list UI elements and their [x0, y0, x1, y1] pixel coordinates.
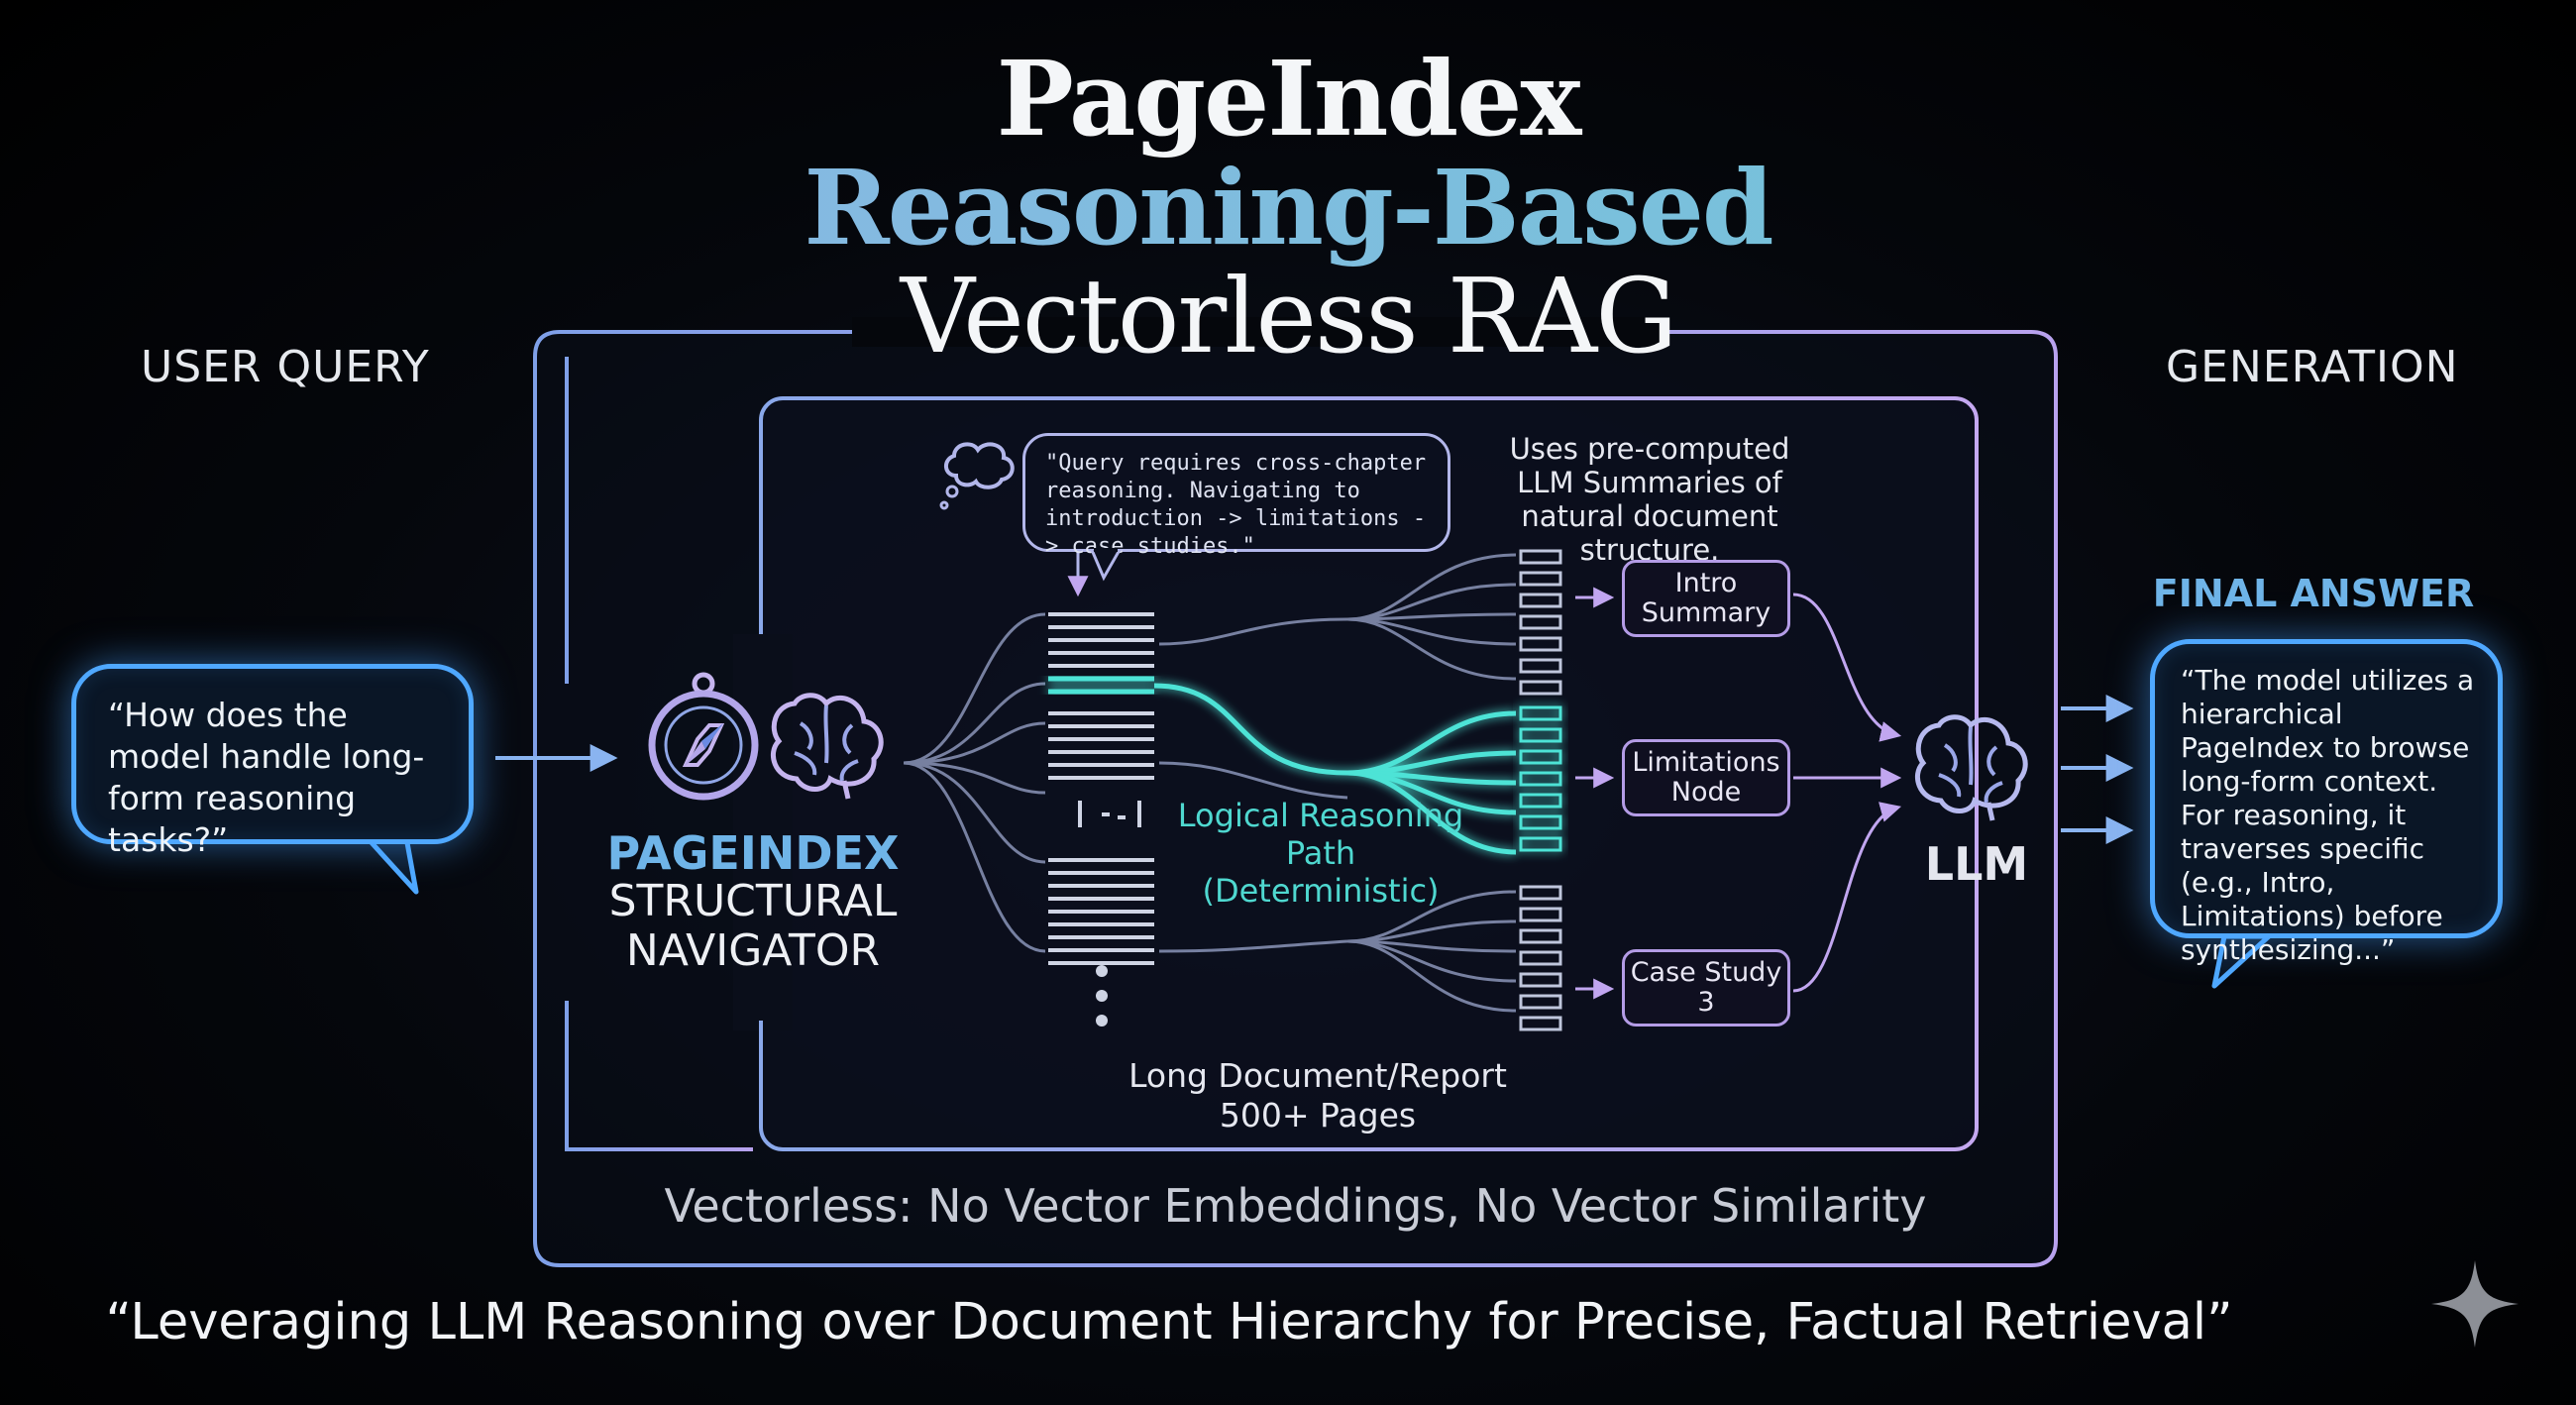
navigator-subtitle-2: NAVIGATOR [625, 925, 881, 976]
nodes-to-llm [1792, 593, 1902, 993]
summary-index-mid [1519, 705, 1562, 852]
user-query-label: USER QUERY [141, 342, 430, 392]
document-stack-gap [1078, 801, 1141, 827]
brain-icon [770, 693, 884, 800]
vectorless-note: Vectorless: No Vector Embeddings, No Vec… [664, 1179, 1927, 1233]
llm-to-answer [2061, 695, 2134, 844]
brain-icon [1914, 714, 2028, 821]
reasoning-path-label: Logical Reasoning Path (Deterministic) [1177, 797, 1464, 910]
document-label: Long Document/Report 500+ Pages [1128, 1056, 1507, 1135]
node-case-study: Case Study 3 [1622, 949, 1790, 1027]
document-stack-3 [1048, 858, 1154, 965]
node-limitations: Limitations Node [1622, 739, 1790, 816]
thought-bubble-tail [1090, 548, 1122, 582]
thought-cloud-icon [939, 442, 1015, 510]
middle-frame [565, 357, 753, 1151]
document-stack-1 [1048, 612, 1154, 668]
navigator-subtitle-1: STRUCTURAL [608, 876, 898, 926]
answer-bubble: “The model utilizes a hierarchical PageI… [2150, 639, 2503, 966]
title-line-2: Reasoning-Based [0, 147, 2576, 269]
summaries-note: Uses pre-computed LLM Summaries of natur… [1509, 432, 1790, 567]
fan-to-document [903, 612, 1046, 953]
query-bubble: “How does the model handle long-form rea… [71, 664, 474, 859]
llm-label: LLM [1924, 837, 2029, 891]
generation-label: GENERATION [2166, 342, 2459, 392]
answer-text: “The model utilizes a hierarchical PageI… [2181, 664, 2475, 966]
document-stack-2 [1048, 711, 1154, 780]
title-line-1: PageIndex [996, 38, 1582, 160]
sparkle-icon [2431, 1260, 2519, 1348]
node-intro-summary: Intro Summary [1622, 560, 1790, 637]
node-label: Case Study 3 [1630, 957, 1782, 1018]
query-text: “How does the model handle long-form rea… [108, 696, 425, 859]
reasoning-path [1153, 683, 1517, 855]
tagline: “Leveraging LLM Reasoning over Document … [105, 1293, 2233, 1351]
navigator-title: PAGEINDEX [606, 826, 900, 880]
document-stack-1-highlight [1048, 676, 1154, 695]
node-label: Intro Summary [1641, 568, 1771, 628]
thought-bubble: "Query requires cross-chapter reasoning.… [1022, 433, 1450, 559]
compass-icon [648, 672, 759, 801]
final-answer-title: FINAL ANSWER [2152, 572, 2475, 615]
fan-to-summaries-gray [1158, 553, 1517, 1013]
document-ellipsis-dots [1096, 965, 1108, 1027]
summary-index-top [1519, 549, 1562, 696]
node-label: Limitations Node [1632, 747, 1780, 808]
summary-index-bottom [1519, 885, 1562, 1031]
title-line-3: Vectorless RAG [900, 256, 1678, 377]
